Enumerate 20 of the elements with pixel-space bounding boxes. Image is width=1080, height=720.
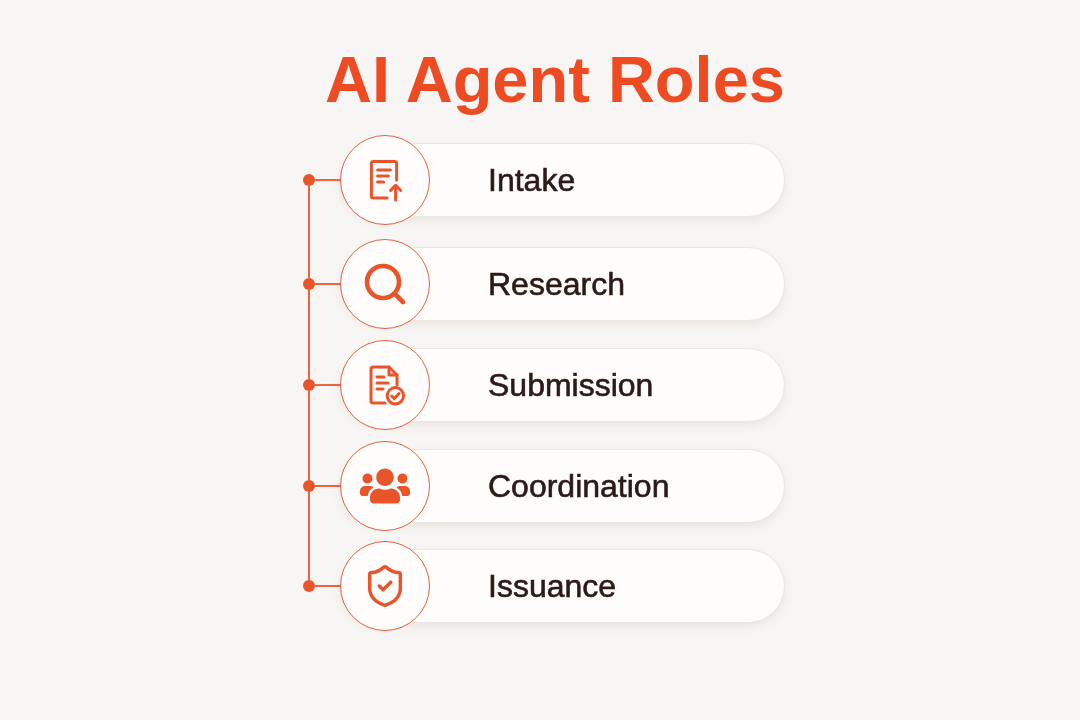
- connector-line: [308, 185, 310, 279]
- connector-line: [314, 585, 341, 587]
- role-item: [340, 541, 785, 631]
- role-label: Issuance: [488, 567, 617, 605]
- role-item: [340, 441, 785, 531]
- connector-line: [308, 390, 310, 481]
- role-item: [340, 340, 785, 430]
- connector-line: [314, 283, 341, 285]
- role-label: Coordination: [488, 467, 670, 505]
- role-label: Research: [488, 265, 625, 303]
- connector-line: [314, 384, 341, 386]
- connector-line: [308, 289, 310, 380]
- connector-line: [314, 485, 341, 487]
- diagram-title: AI Agent Roles: [325, 42, 785, 118]
- connector-line: [314, 179, 341, 181]
- connector-line: [308, 491, 310, 581]
- role-label: Intake: [488, 161, 576, 199]
- role-item: [340, 239, 785, 329]
- role-item: [340, 135, 785, 225]
- role-label: Submission: [488, 366, 654, 404]
